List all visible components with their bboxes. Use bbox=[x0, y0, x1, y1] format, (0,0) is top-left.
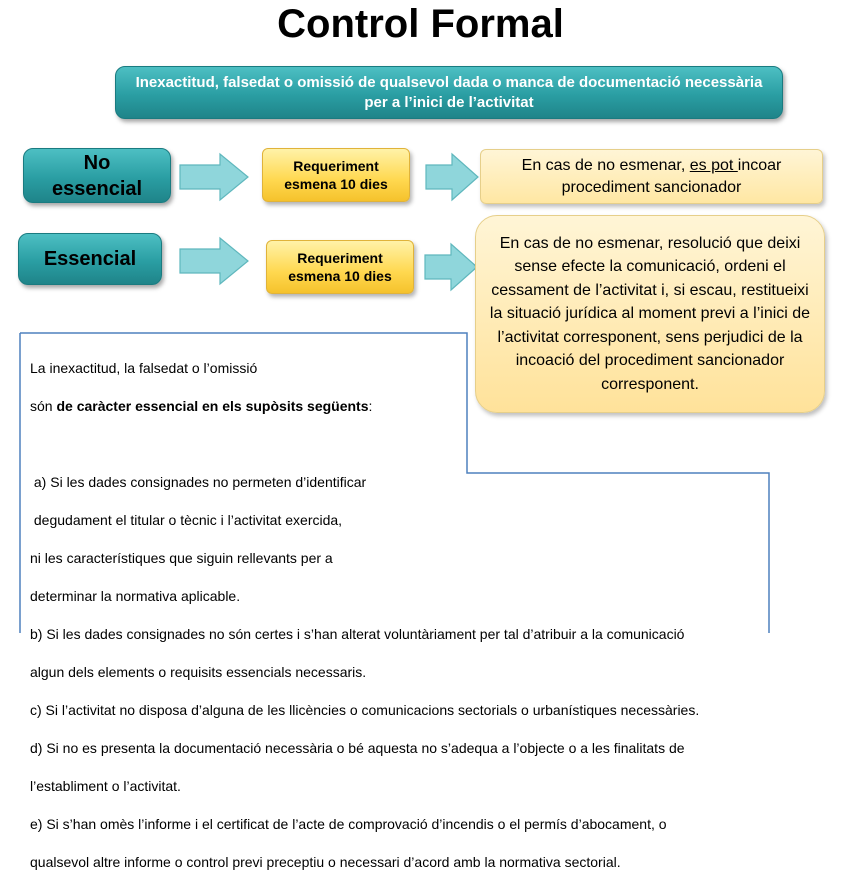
definition-banner-text: Inexactitud, falsedat o omissió de quals… bbox=[135, 73, 763, 111]
essential-cases-note: La inexactitud, la falsedat o l’omissió … bbox=[30, 340, 770, 891]
result-text-part: incoar procediment sancionador bbox=[561, 156, 782, 196]
note-intro-line: La inexactitud, la falsedat o l’omissió bbox=[30, 360, 258, 376]
note-item-line: b) Si les dades consignades no són certe… bbox=[30, 626, 685, 642]
result-text-essencial: En cas de no esmenar, resolució que deix… bbox=[489, 234, 811, 393]
note-item-line: e) Si s’han omès l’informe i el certific… bbox=[30, 816, 667, 832]
note-item-line: qualsevol altre informe o control previ … bbox=[30, 854, 621, 870]
requirement-box-essencial: Requeriment esmena 10 dies bbox=[266, 240, 414, 294]
result-text-emphasis: es pot bbox=[689, 156, 738, 174]
note-item-line: d) Si no es presenta la documentació nec… bbox=[30, 740, 685, 756]
note-item-line: c) Si l’activitat no disposa d’alguna de… bbox=[30, 702, 700, 718]
category-essencial: Essencial bbox=[18, 233, 162, 285]
requirement-label: Requeriment esmena 10 dies bbox=[288, 250, 392, 284]
definition-banner: Inexactitud, falsedat o omissió de quals… bbox=[115, 66, 783, 119]
page-title: Control Formal bbox=[277, 2, 564, 46]
arrow-right-icon bbox=[179, 152, 249, 202]
result-text-part: En cas de no esmenar, bbox=[521, 156, 690, 174]
note-box-border bbox=[19, 332, 770, 633]
requirement-box-no-essencial: Requeriment esmena 10 dies bbox=[262, 148, 410, 202]
note-item-line: algun dels elements o requisits essencia… bbox=[30, 664, 367, 680]
note-item-line: degudament el titular o tècnic i l’activ… bbox=[30, 512, 343, 528]
note-item-line: a) Si les dades consignades no permeten … bbox=[30, 474, 367, 490]
category-no-essencial-label: No essencial bbox=[52, 151, 143, 200]
arrow-right-icon bbox=[179, 236, 249, 286]
note-item-line: ni les característiques que siguin relle… bbox=[30, 550, 333, 566]
result-box-no-essencial: En cas de no esmenar, es pot incoar proc… bbox=[480, 149, 823, 204]
result-box-essencial: En cas de no esmenar, resolució que deix… bbox=[475, 215, 825, 413]
note-item-line: determinar la normativa aplicable. bbox=[30, 588, 241, 604]
arrow-right-icon bbox=[425, 152, 479, 202]
requirement-label: Requeriment esmena 10 dies bbox=[284, 158, 388, 192]
category-no-essencial: No essencial bbox=[23, 148, 171, 203]
result-text-no-essencial: En cas de no esmenar, es pot incoar proc… bbox=[502, 155, 802, 199]
note-intro-line: són de caràcter essencial en els supòsit… bbox=[30, 398, 373, 414]
category-essencial-label: Essencial bbox=[43, 247, 137, 270]
note-item-line: l’establiment o l’activitat. bbox=[30, 778, 181, 794]
note-spacer bbox=[30, 435, 770, 454]
arrow-right-icon bbox=[424, 242, 478, 292]
